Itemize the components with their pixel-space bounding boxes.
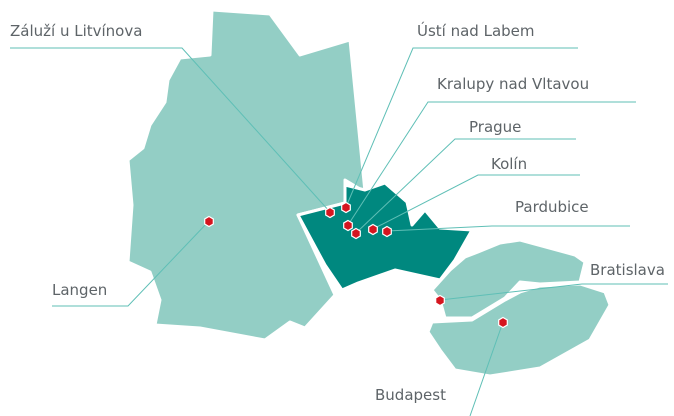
label-bratislava: Bratislava	[590, 261, 665, 279]
label-usti: Ústí nad Labem	[417, 22, 535, 40]
leader-kralupy	[347, 101, 636, 226]
leader-bratislava	[439, 283, 668, 301]
marker-zaluzi	[325, 206, 335, 219]
marker-kolin	[368, 223, 378, 236]
marker-bratislava	[435, 294, 445, 307]
label-kralupy: Kralupy nad Vltavou	[437, 75, 590, 93]
marker-langen	[204, 215, 214, 228]
leader-zaluzi	[10, 47, 331, 213]
leader-usti	[345, 47, 578, 208]
germany-region	[126, 8, 367, 342]
marker-budapest	[498, 316, 508, 329]
label-kolin: Kolín	[491, 155, 528, 173]
leader-langen	[52, 220, 210, 307]
marker-usti	[341, 201, 351, 214]
site-markers	[204, 201, 508, 329]
leader-prague	[355, 138, 576, 234]
slovakia-region	[430, 238, 587, 320]
label-budapest: Budapest	[375, 386, 446, 404]
marker-kralupy	[343, 219, 353, 232]
label-pardubice: Pardubice	[515, 198, 589, 216]
hungary-region	[426, 282, 612, 378]
label-prague: Prague	[469, 118, 522, 136]
leader-budapest	[469, 321, 504, 416]
leader-kolin	[372, 174, 580, 230]
leader-lines	[10, 47, 668, 416]
label-zaluzi: Záluží u Litvínova	[10, 22, 143, 40]
leader-pardubice	[386, 225, 630, 232]
marker-prague	[351, 227, 361, 240]
label-langen: Langen	[52, 281, 108, 299]
marker-pardubice	[382, 225, 392, 238]
